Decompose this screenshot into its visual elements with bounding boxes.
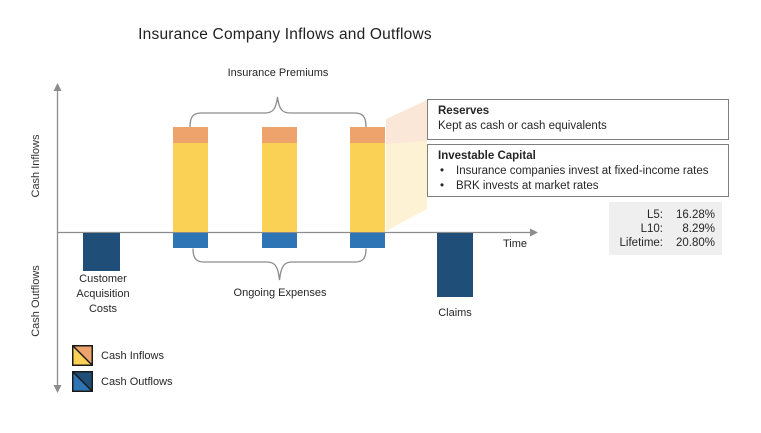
reserves-callout: Reserves Kept as cash or cash equivalent… bbox=[427, 99, 729, 140]
stats-row: L10: 8.29% bbox=[609, 222, 715, 236]
stats-label: L10: bbox=[640, 223, 663, 235]
inflow-body-segment bbox=[173, 143, 208, 232]
claims-bar bbox=[437, 233, 473, 297]
inflow-body-segment bbox=[350, 143, 385, 232]
stats-label: L5: bbox=[647, 209, 663, 221]
premiums-brace bbox=[189, 96, 367, 128]
inflow-bar-1 bbox=[173, 127, 208, 248]
inflow-bar-2 bbox=[262, 127, 297, 248]
reserves-body: Kept as cash or cash equivalents bbox=[438, 120, 607, 132]
premium-cap-segment bbox=[350, 127, 385, 143]
inflow-body-segment bbox=[262, 143, 297, 232]
legend-label: Cash Outflows bbox=[101, 375, 173, 388]
investable-bullet-row: • Insurance companies invest at fixed-in… bbox=[438, 164, 718, 179]
expense-segment bbox=[262, 233, 297, 248]
investable-bullet-text: BRK invests at market rates bbox=[456, 180, 599, 192]
bullet-icon: • bbox=[440, 180, 445, 192]
time-label: Time bbox=[502, 238, 528, 250]
stats-label: Lifetime: bbox=[619, 237, 663, 249]
stats-value: 8.29% bbox=[682, 223, 715, 235]
returns-stats-box: L5: 16.28% L10: 8.29% Lifetime: 20.80% bbox=[609, 202, 722, 255]
y-axis-arrow-up-icon bbox=[53, 83, 62, 91]
customer-acquisition-line: Acquisition bbox=[76, 288, 130, 300]
investable-capital-title: Investable Capital bbox=[438, 150, 536, 162]
expenses-brace bbox=[192, 248, 367, 281]
y-axis-label-inflows: Cash Inflows bbox=[30, 134, 42, 198]
y-axis-label-outflows: Cash Outflows bbox=[30, 265, 42, 337]
customer-acquisition-line: Customer bbox=[79, 273, 127, 285]
investable-bullet-row: • BRK invests at market rates bbox=[438, 179, 718, 194]
stats-row: L5: 16.28% bbox=[609, 208, 715, 222]
cash-inflows-swatch-icon bbox=[72, 345, 93, 366]
legend-label: Cash Inflows bbox=[101, 349, 164, 362]
stats-value: 20.80% bbox=[675, 237, 715, 249]
expense-segment bbox=[350, 233, 385, 248]
claims-label: Claims bbox=[438, 307, 472, 319]
expense-segment bbox=[173, 233, 208, 248]
insurance-premiums-label: Insurance Premiums bbox=[227, 67, 329, 79]
premium-cap-segment bbox=[262, 127, 297, 143]
y-axis-arrow-down-icon bbox=[53, 385, 62, 393]
legend-item-cash-outflows: Cash Outflows bbox=[72, 371, 173, 392]
reserves-title: Reserves bbox=[438, 105, 490, 117]
cash-outflows-swatch-icon bbox=[72, 371, 93, 392]
stats-value: 16.28% bbox=[675, 209, 715, 221]
x-axis-arrow-icon bbox=[530, 228, 538, 237]
customer-acquisition-bar bbox=[83, 233, 120, 271]
highlight-funnel bbox=[386, 100, 427, 231]
premium-cap-segment bbox=[173, 127, 208, 143]
stats-row: Lifetime: 20.80% bbox=[609, 236, 715, 250]
ongoing-expenses-label: Ongoing Expenses bbox=[233, 287, 327, 299]
investable-capital-callout: Investable Capital • Insurance companies… bbox=[427, 144, 729, 197]
inflow-bar-3 bbox=[350, 127, 385, 248]
legend-item-cash-inflows: Cash Inflows bbox=[72, 345, 164, 366]
investable-bullet-text: Insurance companies invest at fixed-inco… bbox=[456, 165, 709, 177]
customer-acquisition-line: Costs bbox=[88, 303, 118, 315]
customer-acquisition-label: Customer Acquisition Costs bbox=[53, 272, 153, 317]
page-title: Insurance Company Inflows and Outflows bbox=[138, 26, 432, 43]
bullet-icon: • bbox=[440, 165, 445, 177]
